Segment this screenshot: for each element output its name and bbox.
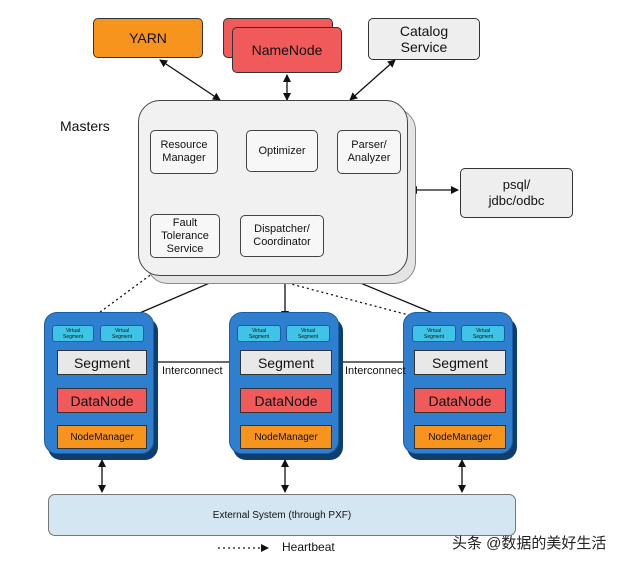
segment-1: Segment [57, 350, 147, 375]
catalog-label-line2: Service [400, 39, 448, 55]
catalog-label-line1: Catalog [399, 23, 449, 39]
nodemanager-label: NodeManager [254, 431, 318, 443]
nodemanager-2: NodeManager [240, 425, 332, 449]
namenode-label: NameNode [251, 42, 323, 58]
segment-3: Segment [414, 350, 506, 375]
vseg-label: Virtual [300, 327, 316, 334]
arrow-yarn-masters [159, 59, 221, 101]
namenode-box: NameNode [232, 27, 342, 73]
vseg-label: Segment [423, 333, 444, 340]
parser-analyzer-box: Parser/ Analyzer [337, 130, 401, 174]
legend-heartbeat-label: Heartbeat [282, 540, 335, 554]
parser-line2: Analyzer [347, 152, 391, 164]
vseg-label: Virtual [426, 327, 442, 334]
resource-manager-line2: Manager [162, 152, 206, 164]
client-line1: psql/ [502, 177, 531, 192]
resource-manager-box: Resource Manager [150, 130, 218, 174]
datanode-label: DataNode [428, 392, 492, 409]
vseg-label: Segment [62, 333, 83, 340]
catalog-service-box: Catalog Service [368, 18, 480, 60]
vseg-label: Virtual [65, 327, 81, 334]
arrow-catalog-masters [349, 59, 396, 101]
dispatcher-coordinator-box: Dispatcher/ Coordinator [240, 215, 324, 257]
nodemanager-3: NodeManager [414, 425, 506, 449]
datanode-label: DataNode [70, 392, 134, 409]
vseg-label: Virtual [475, 327, 491, 334]
watermark: 头条 @数据的美好生活 [452, 535, 607, 552]
vseg-label: Segment [472, 333, 493, 340]
datanode-1: DataNode [57, 388, 147, 413]
heartbeat-seg1 [91, 261, 169, 319]
interconnect-label-1: Interconnect [162, 365, 223, 377]
parser-line1: Parser/ [351, 139, 387, 151]
fault-line3: Service [166, 242, 204, 255]
segment-label: Segment [73, 354, 131, 371]
resource-manager-line1: Resource [160, 139, 208, 151]
vseg-label: Segment [248, 333, 269, 340]
client-box: psql/ jdbc/odbc [460, 168, 573, 218]
nodemanager-label: NodeManager [428, 431, 492, 443]
dispatcher-line2: Coordinator [253, 236, 311, 248]
vseg-label: Virtual [251, 327, 267, 334]
datanode-2: DataNode [240, 388, 332, 413]
segment-label: Segment [431, 354, 489, 371]
datanode-label: DataNode [254, 392, 318, 409]
vseg-label: Segment [297, 333, 318, 340]
fault-line1: Fault [172, 216, 198, 229]
nodemanager-1: NodeManager [57, 425, 147, 449]
external-system-box: External System (through PXF) [48, 494, 516, 536]
yarn-label: YARN [129, 30, 167, 46]
datanode-3: DataNode [414, 388, 506, 413]
segment-2: Segment [240, 350, 332, 375]
dispatcher-line1: Dispatcher/ [254, 223, 310, 235]
segment-label: Segment [257, 354, 315, 371]
yarn-box: YARN [93, 18, 203, 58]
fault-tolerance-box: Fault Tolerance Service [150, 214, 220, 258]
fault-line2: Tolerance [161, 229, 209, 242]
optimizer-label: Optimizer [258, 144, 306, 157]
interconnect-label-2: Interconnect [345, 365, 406, 377]
vseg-label: Segment [111, 333, 132, 340]
optimizer-box: Optimizer [246, 130, 318, 172]
client-line2: jdbc/odbc [488, 193, 545, 208]
masters-title: Masters [60, 118, 110, 134]
vseg-label: Virtual [114, 327, 130, 334]
nodemanager-label: NodeManager [70, 431, 134, 443]
external-system-label: External System (through PXF) [212, 509, 352, 521]
